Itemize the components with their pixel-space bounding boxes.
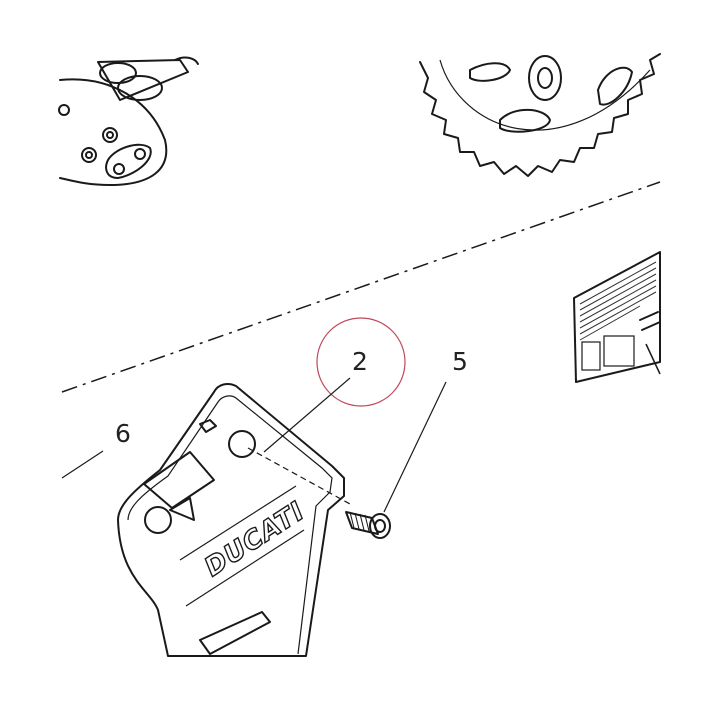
callout-5: 5: [452, 347, 468, 376]
assembly-line: [247, 447, 351, 505]
callout-2: 2: [352, 347, 368, 376]
chain-path-line: [61, 181, 661, 393]
cover-screw: [345, 511, 391, 539]
ducati-logo-text: DUCATI: [199, 496, 310, 583]
warning-label: [573, 251, 661, 383]
highlight-ring: [316, 317, 406, 407]
chain-link-plate: [58, 56, 199, 186]
sprocket-cover: DUCATI: [117, 383, 345, 657]
leader-line-2: [263, 377, 351, 453]
callout-6: 6: [115, 419, 131, 448]
rear-sprocket: [419, 53, 661, 177]
leader-line-5: [383, 381, 447, 513]
leader-line-6: [61, 450, 104, 479]
